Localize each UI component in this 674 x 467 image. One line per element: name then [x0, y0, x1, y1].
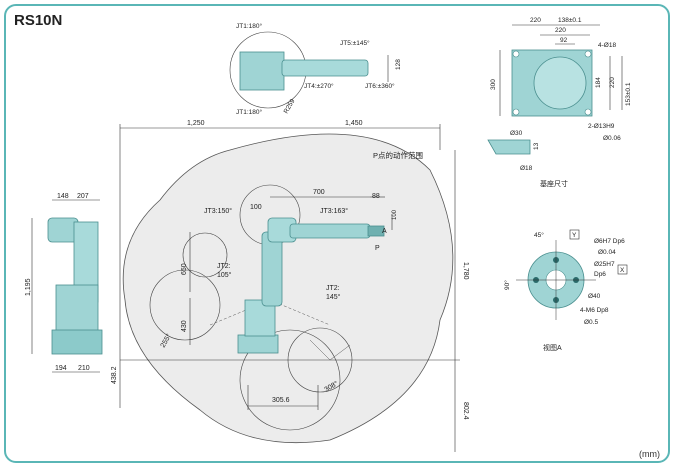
- dim-184: 184: [595, 77, 602, 88]
- base-view-labels: 220 138±0.1 220 92 4-Ø18 300 220 184 153…: [490, 17, 632, 188]
- dim-4382: 438.2: [111, 366, 118, 384]
- label-jt1-bottom: JT1:180°: [236, 108, 262, 116]
- dim-1780: 1,780: [462, 262, 469, 280]
- dim-430: 430: [181, 320, 188, 332]
- dim-8024: 802.4: [462, 402, 469, 420]
- dim-1250: 1,250: [187, 120, 205, 127]
- datum-x: X: [620, 267, 625, 274]
- label-a: A: [382, 228, 387, 235]
- dim-dp6: Dp6: [594, 271, 606, 278]
- flange-view-labels: 45° 90° Y X Ø6H7 Dp6 Ø0.04 Ø25H7 Dp6 Ø40…: [503, 231, 625, 352]
- dim-700: 700: [313, 189, 325, 196]
- dim-194: 194: [55, 365, 67, 372]
- main-dimensions: [119, 124, 460, 452]
- label-jt2-a: JT2:: [217, 263, 231, 270]
- angle-45: 45°: [534, 231, 544, 239]
- main-robot-illustration: [237, 217, 385, 354]
- units-label: (mm): [639, 449, 660, 459]
- label-jt4: JT4:±270°: [304, 82, 334, 90]
- label-r259: R259: [283, 98, 297, 115]
- tol-004: Ø0.04: [598, 249, 616, 256]
- label-jt3-163: JT3:163°: [320, 207, 348, 215]
- dim-m6: 4-M6 Dp8: [580, 307, 609, 314]
- label-p-range: P点的动作范围: [373, 150, 423, 160]
- label-jt2-a-val: 105°: [217, 271, 232, 279]
- datum-y: Y: [572, 232, 577, 239]
- flange-view: [516, 229, 628, 320]
- dim-128: 128: [395, 59, 402, 70]
- label-jt2-b: JT2:: [326, 285, 340, 292]
- dim-25h7: Ø25H7: [594, 261, 615, 268]
- dim-148: 148: [57, 193, 69, 200]
- dim-1195: 1,195: [25, 278, 32, 296]
- side-view-robot: [47, 217, 103, 355]
- dim-88: 88: [372, 193, 380, 200]
- dim-3056: 305.6: [272, 397, 290, 404]
- base-caption: 基座尺寸: [540, 179, 568, 188]
- side-view-dimensions: [31, 199, 100, 373]
- base-view-dims: [499, 24, 623, 116]
- dim-100b: 100: [392, 209, 398, 220]
- dim-650: 650: [181, 263, 188, 275]
- model-title: RS10N: [14, 12, 63, 29]
- label-jt1-top: JT1:180°: [236, 22, 262, 30]
- dim-210: 210: [78, 365, 90, 372]
- dim-4d18: 4-Ø18: [598, 42, 616, 49]
- dim-100a: 100: [250, 204, 262, 211]
- dim-207: 207: [77, 193, 89, 200]
- label-jt2-b-val: 145°: [326, 293, 341, 301]
- dim-138: 138±0.1: [558, 17, 582, 24]
- base-view: [487, 49, 593, 155]
- work-envelope: [122, 133, 454, 444]
- label-jt6: JT6:±360°: [365, 82, 395, 90]
- dim-1450: 1,450: [345, 120, 363, 127]
- dim-220a: 220: [530, 17, 541, 24]
- dim-220b: 220: [555, 27, 566, 34]
- dim-220c: 220: [609, 77, 616, 88]
- dim-d18: Ø18: [520, 165, 533, 172]
- dim-92: 92: [560, 37, 568, 44]
- label-jt3-150: JT3:150°: [204, 207, 232, 215]
- dim-d40: Ø40: [588, 293, 601, 300]
- tol-05: Ø0.5: [584, 319, 598, 326]
- dim-2d13: 2-Ø13H9: [588, 123, 615, 130]
- tol-006: Ø0.06: [603, 135, 621, 142]
- label-p: P: [375, 245, 380, 252]
- dim-d30: Ø30: [510, 130, 523, 137]
- angle-90: 90°: [503, 280, 511, 290]
- top-view: [229, 31, 389, 109]
- flange-caption: 视图A: [543, 343, 562, 352]
- dim-6h7: Ø6H7 Dp6: [594, 238, 625, 245]
- label-jt5: JT5:±145°: [340, 39, 370, 47]
- dim-153: 153±0.1: [625, 82, 632, 106]
- dim-300: 300: [490, 79, 497, 90]
- side-view-labels: 148 207 1,195 194 210: [25, 193, 90, 372]
- dim-13: 13: [533, 142, 540, 150]
